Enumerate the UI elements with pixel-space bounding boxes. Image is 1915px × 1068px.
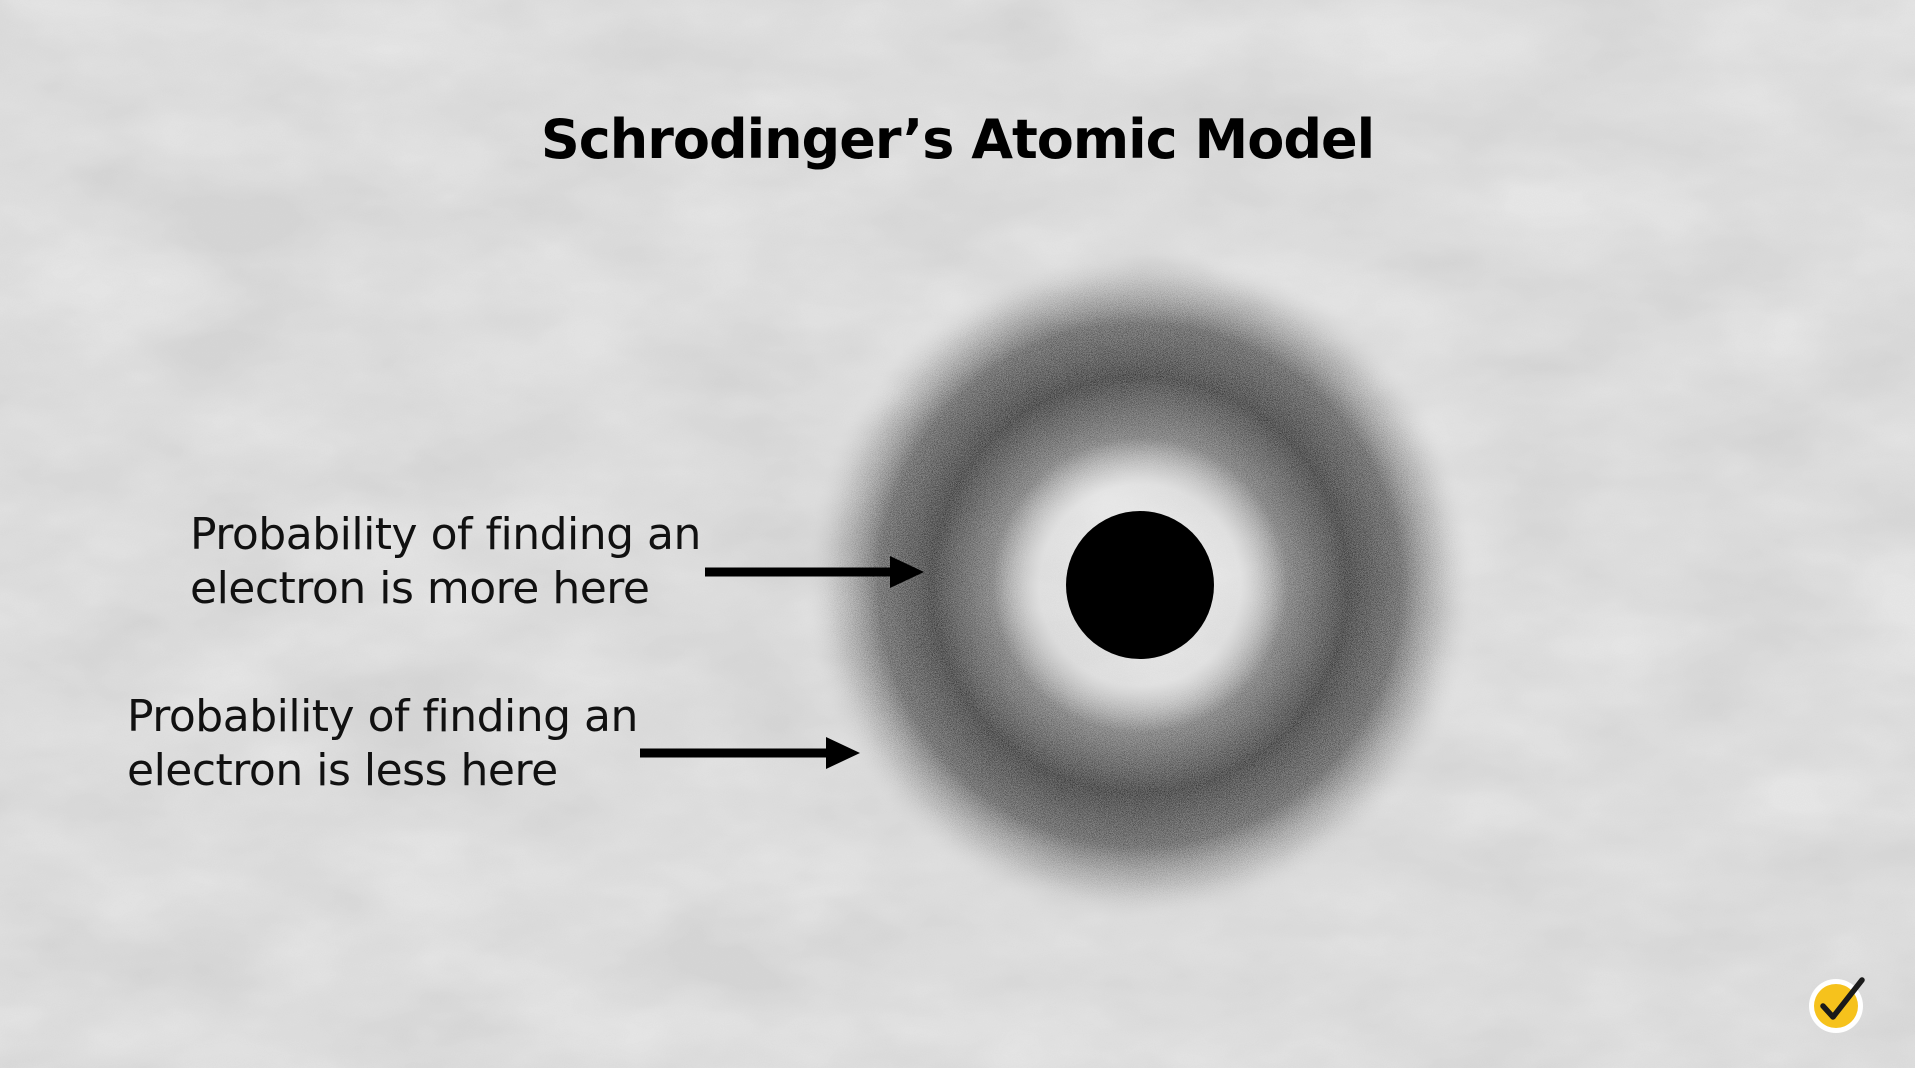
- label-less-line-2: electron is less here: [127, 745, 558, 796]
- arrow-more: [705, 556, 924, 588]
- label-less-line-1: Probability of finding an: [127, 691, 638, 742]
- nucleus: [1066, 511, 1214, 659]
- checkmark-badge-icon: [1809, 977, 1865, 1033]
- label-probability-less: Probability of finding an electron is le…: [127, 690, 638, 798]
- slide-title: Schrodinger’s Atomic Model: [540, 108, 1375, 171]
- label-more-line-1: Probability of finding an: [190, 509, 701, 560]
- label-probability-more: Probability of finding an electron is mo…: [190, 508, 701, 616]
- label-more-line-2: electron is more here: [190, 563, 650, 614]
- arrow-less: [640, 737, 860, 769]
